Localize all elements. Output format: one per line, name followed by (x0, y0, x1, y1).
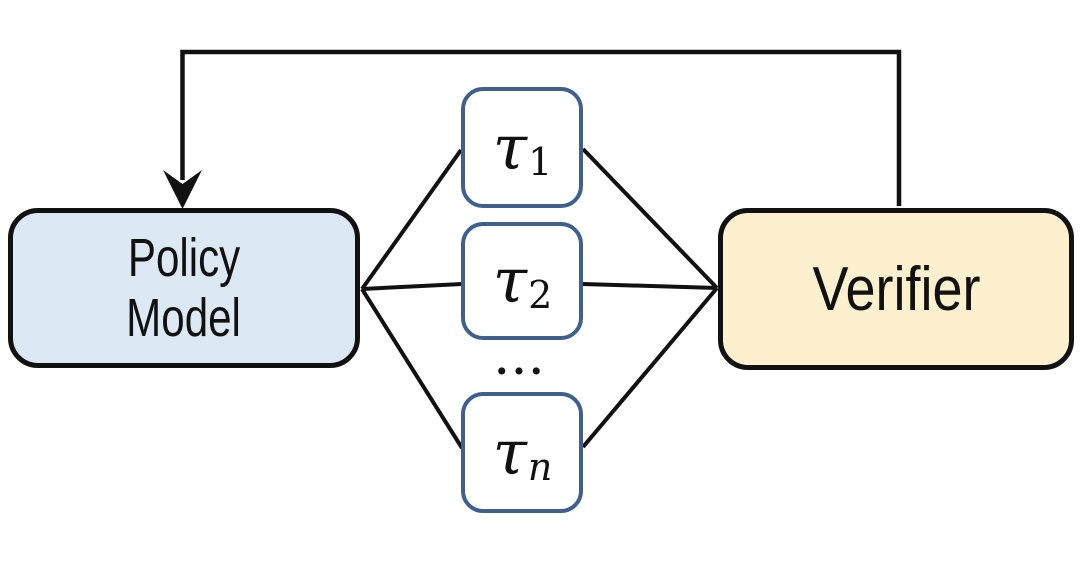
connector-tau2-verifier (582, 282, 718, 290)
trajectory-ellipsis: ... (495, 338, 547, 383)
trajectory-2-subscript: 2 (528, 273, 553, 317)
verifier-label: Verifier (812, 254, 980, 324)
trajectory-n-symbol: τ (492, 415, 527, 489)
connector-taun-verifier (581, 286, 719, 449)
connector-tau1-verifier (581, 147, 719, 290)
trajectory-1-subscript: 1 (528, 139, 553, 184)
connector-policy-tau1 (360, 148, 463, 291)
policy-model-node: Policy Model (8, 208, 360, 368)
verifier-node: Verifier (718, 208, 1074, 370)
arrowhead-icon (163, 170, 202, 209)
trajectory-n-subscript: n (527, 444, 553, 489)
connector-feedback-loop (180, 49, 902, 206)
policy-model-label-line1: Policy (127, 228, 241, 288)
trajectory-1-symbol: τ (492, 110, 528, 184)
connector-policy-tau2 (361, 282, 463, 291)
trajectory-2-symbol: τ (492, 244, 528, 317)
connector-policy-taun (360, 287, 464, 450)
policy-model-label-line2: Model (126, 288, 242, 348)
